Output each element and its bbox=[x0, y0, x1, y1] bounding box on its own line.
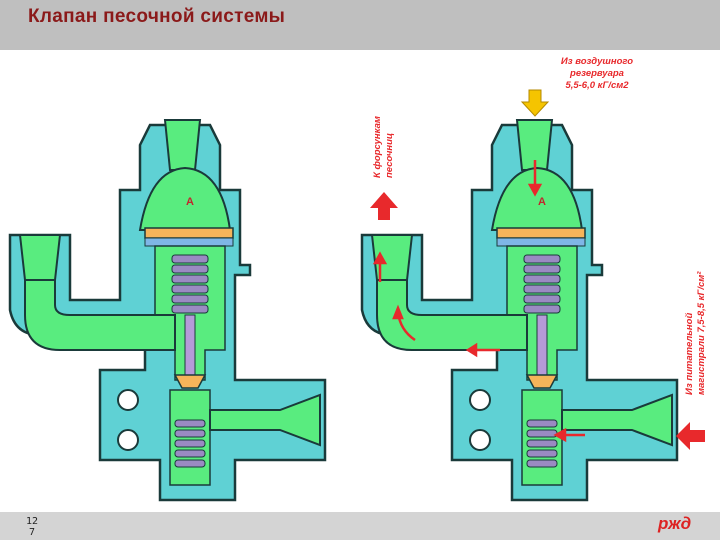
slide-title: Клапан песочной системы bbox=[28, 6, 286, 27]
valve-right bbox=[360, 118, 679, 502]
air-reservoir-label-2: резервуара bbox=[569, 68, 624, 79]
page-number-line-1: 12 bbox=[25, 516, 39, 527]
chamber-right-label: А bbox=[538, 196, 546, 208]
air-reservoir-label-3: 5,5-6,0 кГ/см2 bbox=[565, 80, 629, 91]
outlet-up-arrow-icon bbox=[370, 192, 398, 220]
page-number: 12 7 bbox=[20, 516, 44, 538]
to-nozzles-label-2: песочниц bbox=[384, 133, 395, 178]
air-reservoir-label-1: Из воздушного bbox=[561, 56, 633, 67]
rzd-logo: ржд bbox=[658, 514, 692, 533]
to-nozzles-label-1: К форсункам bbox=[372, 116, 383, 178]
from-main-label-1: Из питательной bbox=[684, 313, 695, 395]
from-main-label-2: магистрали 7,5-8,5 кГ/см² bbox=[696, 271, 707, 395]
inlet-arrow-icon bbox=[520, 89, 550, 117]
header-bar bbox=[0, 0, 720, 50]
page-number-line-2: 7 bbox=[28, 527, 36, 538]
valve-diagram: А А Из воздушного резервуара 5,5-6,0 кГ/… bbox=[8, 56, 707, 502]
footer-bar bbox=[0, 512, 720, 540]
chamber-left-label: А bbox=[186, 196, 194, 208]
valve-left bbox=[8, 118, 327, 502]
main-inlet-arrow-icon bbox=[676, 422, 705, 450]
flow-arrows bbox=[372, 160, 585, 443]
